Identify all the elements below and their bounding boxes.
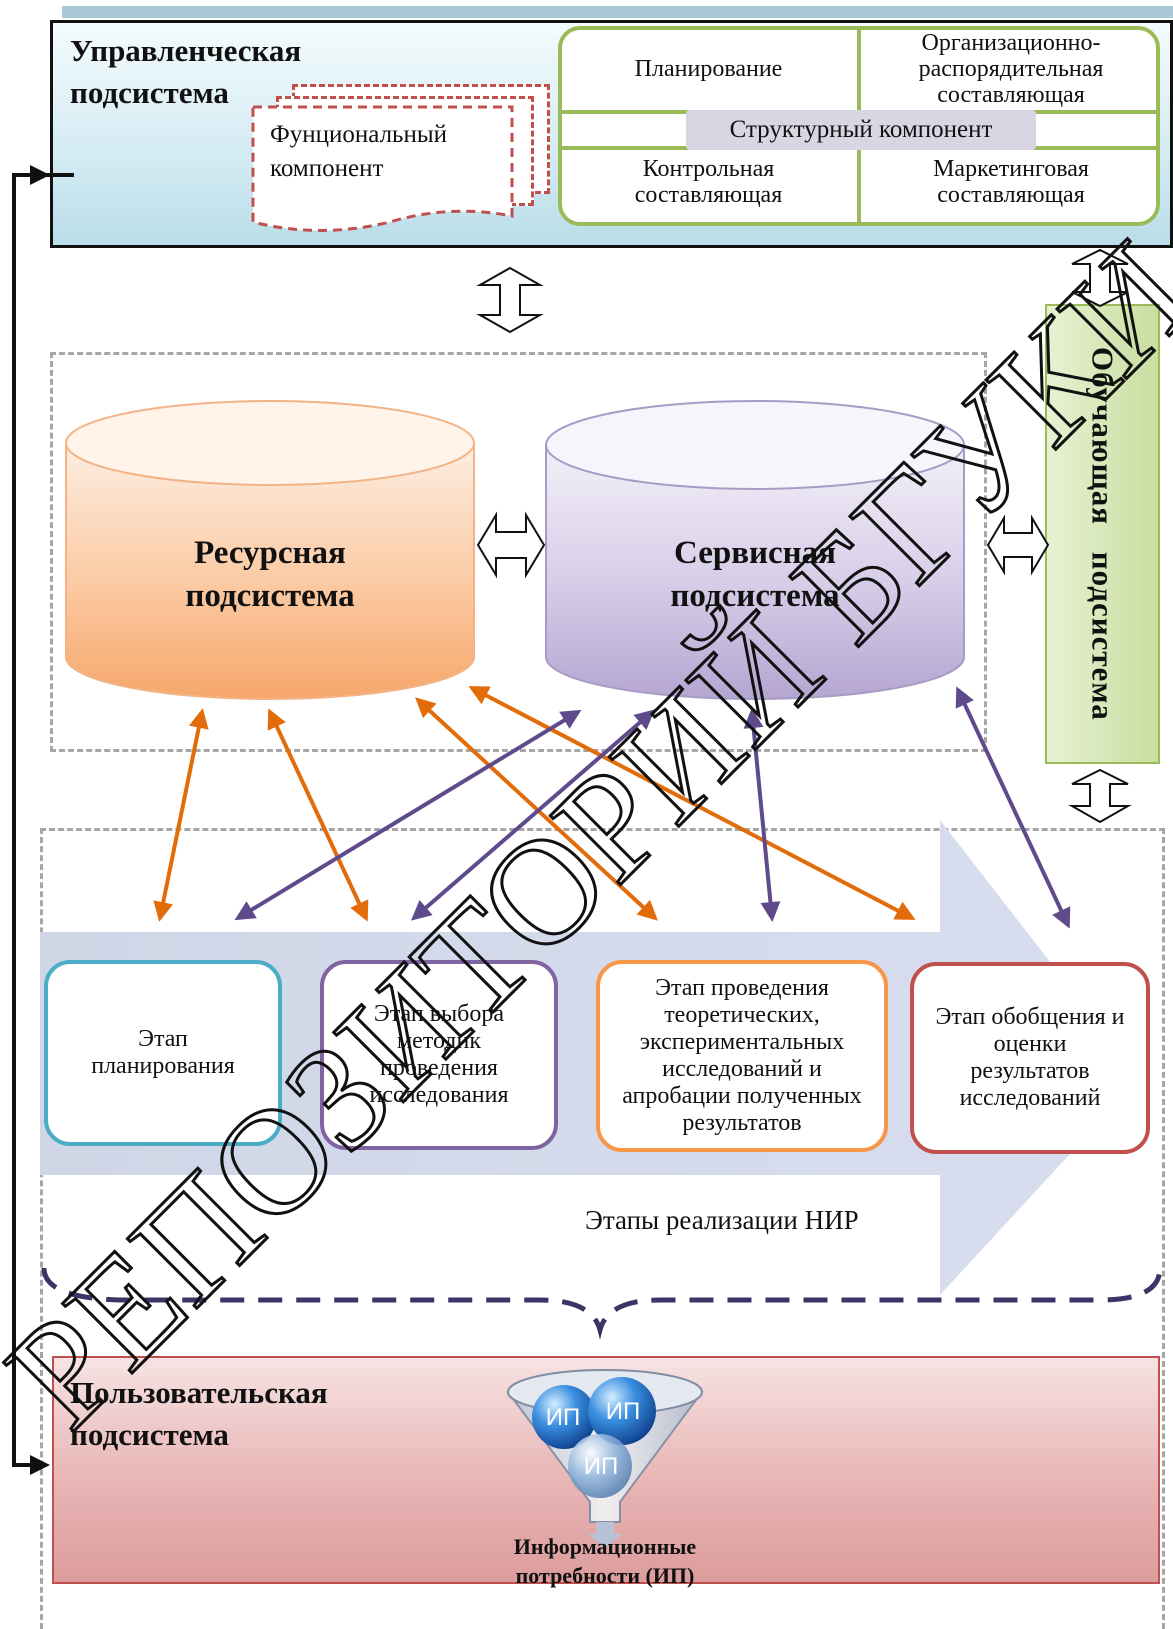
stages-brace xyxy=(41,1267,1163,1340)
info-needs-line2: потребности (ИП) xyxy=(515,1563,695,1588)
org-line2: распорядительная xyxy=(918,56,1104,82)
stage-box-4: Этап обобщения и оценки результатов иссл… xyxy=(910,962,1150,1154)
service-cylinder xyxy=(545,400,965,700)
management-title-line2: подсистема xyxy=(70,75,229,110)
service-line1: Сервисная xyxy=(673,535,837,571)
functional-line1: Фунциональный xyxy=(270,121,448,148)
funnel-graphic xyxy=(506,1369,704,1548)
info-needs-line1: Информационные xyxy=(513,1534,697,1559)
ip-ball-bottom xyxy=(568,1434,632,1498)
stage-box-3: Этап проведения теоретических, экспериме… xyxy=(596,960,888,1152)
resource-cylinder xyxy=(65,400,475,700)
resource-service-double-arrow xyxy=(476,511,546,579)
stage-4-text: Этап обобщения и оценки результатов иссл… xyxy=(936,1004,1125,1112)
orange-arrow-1 xyxy=(153,708,209,922)
user-title: Пользовательская подсистема xyxy=(70,1372,390,1456)
control-line1: Контрольная xyxy=(642,156,775,182)
ip-ball-left xyxy=(532,1385,596,1449)
resource-line1: Ресурсная xyxy=(194,535,346,571)
stage-3-line: результатов xyxy=(682,1110,802,1136)
stage-3-text: Этап проведения теоретических, экспериме… xyxy=(622,975,862,1137)
user-title-line2: подсистема xyxy=(70,1417,229,1452)
ip-ball-right xyxy=(588,1377,656,1445)
control-cell: Контрольная составляющая xyxy=(566,156,851,208)
functional-card-front xyxy=(251,105,514,232)
org-line3: составляющая xyxy=(937,82,1085,108)
purple-arrow-4 xyxy=(955,686,1071,929)
stage-2-line: исследования xyxy=(369,1082,509,1108)
learning-stages-double-arrow xyxy=(1068,768,1132,824)
orange-arrow-4 xyxy=(468,686,916,920)
stage-2-line: проведения xyxy=(380,1055,498,1081)
stages-big-arrow xyxy=(40,820,1140,1295)
management-title-line1: Управленческая xyxy=(70,33,302,68)
planning-cell: Планирование xyxy=(634,56,783,82)
stage-2-line: методик xyxy=(396,1028,482,1054)
functional-component-label: Фунциональный компонент xyxy=(270,118,500,186)
functional-line2: компонент xyxy=(270,155,384,182)
service-subsystem-label: Сервисная подсистема xyxy=(575,532,935,618)
service-line2: подсистема xyxy=(670,578,840,614)
stage-box-1: Этап планирования xyxy=(44,960,282,1146)
stage-3-line: апробации полученных xyxy=(622,1083,862,1109)
purple-arrow-2 xyxy=(410,709,656,921)
mgmt-mid-double-arrow xyxy=(476,266,544,334)
stage-4-line: исследований xyxy=(959,1085,1101,1111)
stage-4-line: Этап обобщения и xyxy=(935,1004,1125,1030)
org-cell: Организационно- распорядительная составл… xyxy=(866,30,1156,108)
stage-4-line: оценки xyxy=(993,1031,1067,1057)
info-needs-label: Информационные потребности (ИП) xyxy=(470,1532,740,1590)
funnel-drop-arrow xyxy=(588,1522,622,1548)
stages-label: Этапы реализации НИР xyxy=(585,1205,859,1235)
ip-ball-left-label: ИП xyxy=(545,1404,581,1431)
stage-2-line: Этап выбора xyxy=(373,1001,505,1027)
purple-arrow-1 xyxy=(234,709,582,921)
structural-component-label: Структурный компонент xyxy=(686,110,1036,150)
service-learning-double-arrow xyxy=(986,514,1050,576)
orange-arrow-2 xyxy=(267,708,369,922)
stage-1-line: Этап xyxy=(138,1026,188,1052)
stage-3-line: экспериментальных xyxy=(639,1029,845,1055)
marketing-line1: Маркетинговая xyxy=(933,156,1089,182)
learning-subsystem-label: Обучающая подсистема xyxy=(1085,347,1121,721)
ip-ball-bottom-label: ИП xyxy=(583,1453,619,1480)
management-title: Управленческая подсистема xyxy=(70,30,370,114)
ip-ball-right-label: ИП xyxy=(605,1398,641,1425)
stage-box-2: Этап выбора методик проведения исследова… xyxy=(320,960,558,1150)
org-line1: Организационно- xyxy=(921,30,1101,56)
marketing-line2: составляющая xyxy=(937,182,1085,208)
mgmt-learning-double-arrow xyxy=(1071,248,1129,308)
stage-2-text: Этап выбора методик проведения исследова… xyxy=(369,1001,508,1109)
purple-arrow-3 xyxy=(743,708,781,922)
stage-4-line: результатов xyxy=(970,1058,1090,1084)
stage-1-line: планирования xyxy=(91,1053,235,1079)
stage-3-line: исследований и xyxy=(662,1056,822,1082)
stage-3-line: Этап проведения xyxy=(655,975,829,1001)
stage-1-text: Этап планирования xyxy=(91,1026,235,1080)
control-line2: составляющая xyxy=(634,182,783,208)
management-top-bar xyxy=(62,6,1173,18)
stage-3-line: теоретических, xyxy=(664,1002,820,1028)
user-title-line1: Пользовательская xyxy=(70,1375,328,1410)
resource-subsystem-label: Ресурсная подсистема xyxy=(90,532,450,618)
resource-line2: подсистема xyxy=(185,578,355,614)
marketing-cell: Маркетинговая составляющая xyxy=(866,156,1156,208)
